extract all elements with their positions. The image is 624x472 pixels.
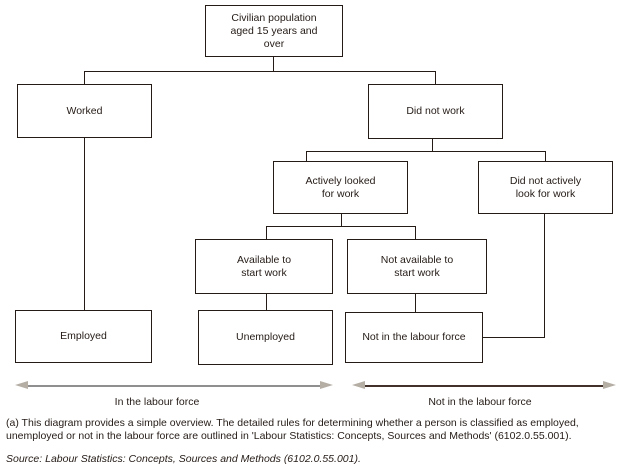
node-civilian-population: Civilian population aged 15 years and ov…	[205, 5, 343, 57]
source-citation: Source: Labour Statistics: Concepts, Sou…	[6, 453, 361, 465]
connector-line	[84, 71, 436, 72]
connector-line	[544, 214, 545, 338]
node-did-not-work: Did not work	[368, 84, 503, 139]
connector-line	[84, 71, 85, 84]
arrow-right-icon	[603, 381, 616, 389]
not-in-labour-force-arrow-line	[363, 385, 608, 387]
connector-line	[483, 337, 545, 338]
connector-line	[84, 138, 85, 310]
connector-line	[432, 139, 433, 152]
node-not-available-to-start-work: Not available to start work	[347, 239, 487, 294]
connector-line	[545, 151, 546, 161]
arrow-right-icon	[320, 381, 333, 389]
connector-line	[415, 294, 416, 312]
connector-line	[415, 226, 416, 239]
node-employed: Employed	[15, 310, 152, 363]
node-not-in-labour-force: Not in the labour force	[345, 312, 483, 363]
node-actively-looked-for-work: Actively looked for work	[273, 161, 408, 214]
in-labour-force-arrow-line	[24, 385, 325, 387]
arrow-left-icon	[352, 381, 365, 389]
connector-line	[435, 71, 436, 84]
node-did-not-actively-look: Did not actively look for work	[478, 161, 613, 214]
connector-line	[306, 151, 307, 161]
node-available-to-start-work: Available to start work	[195, 239, 333, 294]
node-worked: Worked	[17, 84, 152, 138]
node-unemployed: Unemployed	[198, 310, 333, 365]
label-not-in-labour-force: Not in the labour force	[428, 396, 532, 408]
connector-line	[266, 226, 267, 239]
connector-line	[306, 151, 546, 152]
footnote-a: (a) This diagram provides a simple overv…	[6, 417, 579, 442]
connector-line	[266, 294, 267, 310]
connector-line	[341, 214, 342, 226]
connector-line	[273, 57, 274, 71]
label-in-labour-force: In the labour force	[114, 396, 200, 408]
connector-line	[266, 226, 416, 227]
arrow-left-icon	[15, 381, 28, 389]
